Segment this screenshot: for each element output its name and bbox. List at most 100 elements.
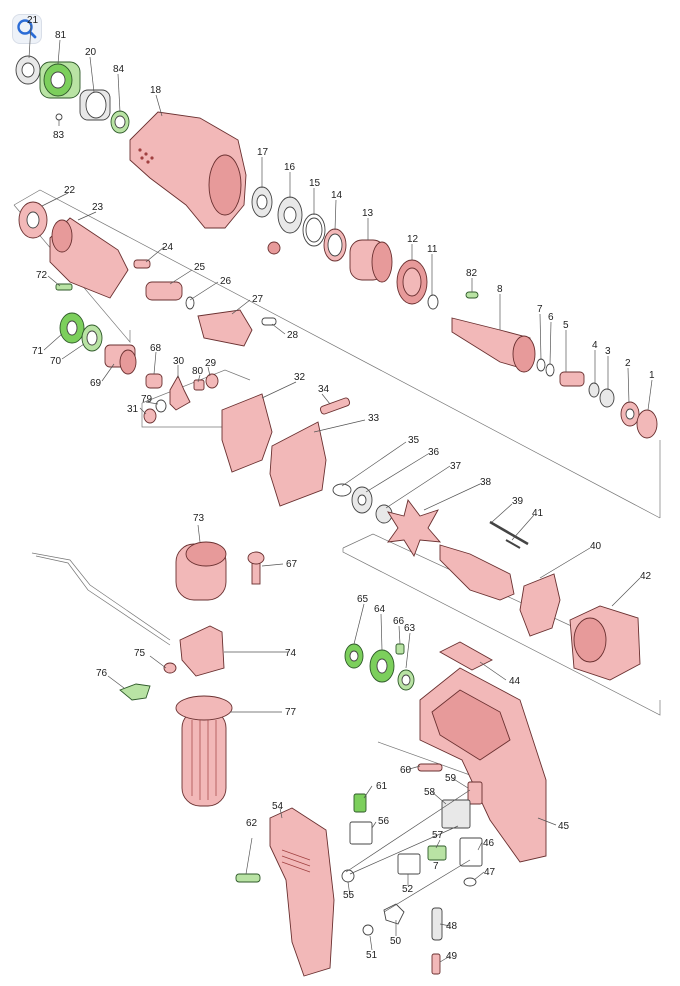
part-66-key[interactable] (395, 643, 405, 655)
part-34-screw[interactable] (319, 397, 351, 415)
part-17-bearing[interactable] (251, 186, 273, 218)
part-71-bearing[interactable] (59, 312, 85, 344)
part-12-gear[interactable] (396, 259, 428, 305)
label-14: 14 (331, 190, 343, 201)
part-4-ring[interactable] (588, 382, 600, 398)
part-33-housing-plate[interactable] (269, 421, 327, 507)
label-50: 50 (390, 936, 402, 947)
label-36: 36 (428, 447, 440, 458)
part-20-spring-holder[interactable] (79, 89, 111, 121)
part-84-ring[interactable] (110, 110, 130, 134)
part-46-terminal[interactable] (459, 837, 483, 867)
part-11-ring[interactable] (427, 294, 439, 310)
label-17: 17 (257, 147, 269, 158)
part-36-bearing[interactable] (351, 486, 373, 514)
part-52-block[interactable] (397, 853, 421, 875)
part-28-pin[interactable] (261, 317, 277, 326)
part-45-motor-housing[interactable] (419, 667, 547, 863)
label-16: 16 (284, 162, 296, 173)
part-2-washer[interactable] (620, 401, 640, 427)
part-7-ring[interactable] (536, 358, 546, 372)
part-29-ring[interactable] (205, 373, 219, 389)
part-82-key[interactable] (465, 291, 479, 299)
part-64-bearing[interactable] (369, 649, 395, 683)
part-49-cord[interactable] (431, 953, 441, 975)
part-70-ring[interactable] (81, 324, 103, 352)
part-5-sleeve[interactable] (559, 371, 585, 387)
part-69-gear[interactable] (104, 344, 137, 375)
part-13-cylinder[interactable] (349, 239, 393, 283)
part-75-nut[interactable] (163, 662, 177, 674)
part-18-gear-housing[interactable] (129, 111, 247, 229)
part-56-switch-block[interactable] (349, 821, 373, 845)
part-63-ring[interactable] (397, 669, 415, 691)
part-6-ring[interactable] (545, 363, 555, 377)
part-31-washer[interactable] (143, 408, 157, 424)
part-41-screw[interactable] (505, 539, 521, 549)
part-68-sleeve[interactable] (145, 373, 163, 389)
part-83-ball[interactable] (55, 113, 63, 121)
label-37: 37 (450, 461, 462, 472)
part-15-ring[interactable] (302, 213, 326, 247)
part-39-screw[interactable] (489, 520, 529, 546)
part-32-baffle-plate[interactable] (221, 393, 273, 473)
part-24-pin[interactable] (133, 259, 151, 269)
part-22-washer[interactable] (18, 201, 48, 239)
part-38-fan[interactable] (387, 498, 442, 558)
part-77-grip[interactable] (175, 695, 233, 807)
part-40-armature[interactable] (439, 544, 515, 601)
part-59-switch-part[interactable] (467, 781, 483, 805)
part-79-washer[interactable] (155, 399, 167, 413)
part-30-lever[interactable] (169, 374, 191, 411)
part-58-switch[interactable] (441, 799, 471, 829)
part-54-handle-shell[interactable] (269, 807, 335, 977)
part-81-bearing-sleeve[interactable] (39, 61, 81, 99)
part-67-bolt[interactable] (247, 551, 265, 585)
part-1-cap[interactable] (636, 409, 658, 439)
part-26-ring[interactable] (185, 296, 195, 310)
label-54: 54 (272, 801, 284, 812)
part-80-spring[interactable] (193, 379, 205, 391)
part-61-trigger-spring[interactable] (353, 793, 367, 813)
part-14-o-ring[interactable] (323, 228, 347, 262)
part-44-nameplate[interactable] (439, 641, 493, 671)
part-baffle-ring[interactable] (519, 573, 561, 637)
label-1: 1 (649, 370, 655, 381)
part-8-spindle[interactable] (451, 317, 536, 373)
part-50-clamp[interactable] (383, 903, 405, 925)
label-24: 24 (162, 242, 174, 253)
part-23-barrel[interactable] (49, 217, 129, 299)
part-35-ring[interactable] (332, 483, 352, 497)
label-76: 76 (96, 668, 108, 679)
label-2: 2 (625, 358, 631, 369)
part-62-screw[interactable] (235, 873, 261, 883)
part-51-screw[interactable] (362, 924, 374, 936)
label-73: 73 (193, 513, 205, 524)
label-40: 40 (590, 541, 602, 552)
part-73-handle-band[interactable] (175, 541, 227, 601)
part-55-screw[interactable] (341, 869, 355, 883)
part-27-crank[interactable] (197, 309, 253, 347)
part-78-small-gear[interactable] (267, 241, 281, 255)
part-57-capacitor[interactable] (427, 845, 447, 861)
part-72-screw[interactable] (55, 283, 73, 291)
label-55: 55 (343, 890, 355, 901)
part-3-cap[interactable] (599, 388, 615, 408)
part-48-cord-guard[interactable] (431, 907, 443, 941)
label-21: 21 (27, 15, 39, 26)
part-42-stator[interactable] (569, 605, 641, 681)
part-47-ring[interactable] (463, 877, 477, 887)
label-15: 15 (309, 178, 321, 189)
part-76-wing-bolt[interactable] (119, 683, 151, 701)
label-30: 30 (173, 356, 185, 367)
part-16-bearing[interactable] (277, 196, 303, 234)
label-51: 51 (366, 950, 378, 961)
label-59: 59 (445, 773, 457, 784)
zoom-button[interactable] (12, 14, 42, 44)
part-25-piston[interactable] (145, 281, 183, 301)
part-74-clamp[interactable] (179, 625, 225, 677)
part-65-bearing[interactable] (344, 643, 364, 669)
part-21-chuck-ring[interactable] (15, 55, 41, 85)
part-60-screw[interactable] (417, 763, 443, 772)
